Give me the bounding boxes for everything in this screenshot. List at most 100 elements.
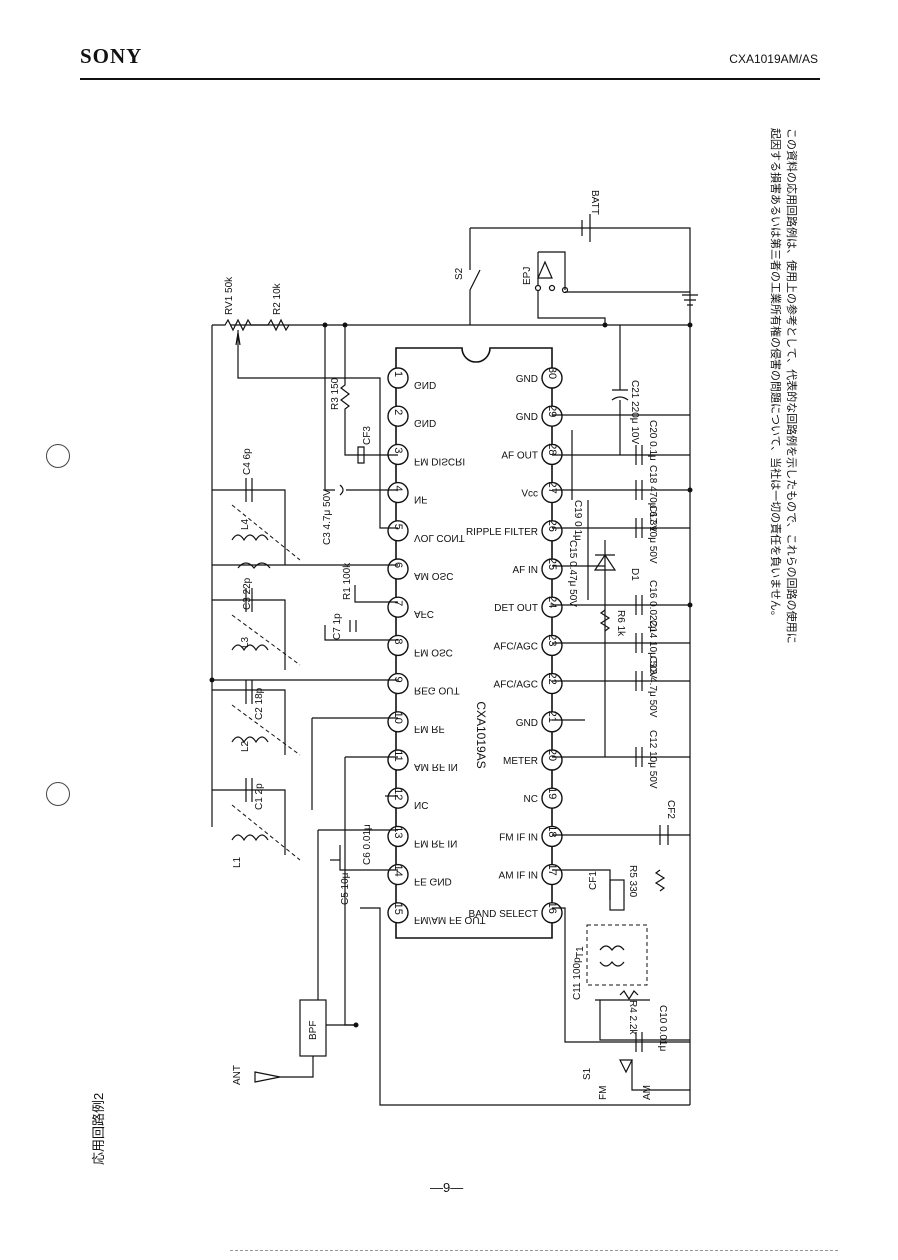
- part-number: CXA1019AM/AS: [729, 52, 818, 66]
- pin-circle: [541, 825, 563, 848]
- pin-number: 29: [546, 405, 558, 417]
- pin-label: REG OUT: [414, 685, 460, 696]
- label-c11: C11 100p: [572, 957, 583, 1000]
- label-fm: FM: [598, 1086, 609, 1100]
- pin-number: 23: [546, 634, 558, 646]
- pin-circle: [387, 902, 409, 924]
- pin-number: 7: [392, 600, 404, 606]
- pin-number: 12: [392, 788, 404, 800]
- label-cf1: CF1: [588, 871, 599, 890]
- pin-number: 4: [392, 486, 404, 492]
- pin-circle: [541, 367, 563, 389]
- pin-label: FM IF IN: [499, 832, 538, 843]
- label-c18: C18 470μ 6.3V: [647, 465, 658, 532]
- label-c20: C20 0.1μ: [647, 420, 658, 461]
- label-c13: C13 4.7μ 50V: [647, 656, 658, 718]
- pin-circle: [541, 711, 563, 733]
- label-batt: BATT: [589, 190, 600, 215]
- label-c5: C5 10μ: [340, 872, 351, 905]
- pin-label: FM OSC: [414, 646, 453, 657]
- pin-label: Vcc: [521, 489, 538, 500]
- label-l2: L2: [240, 740, 251, 752]
- component-labels: RV1 50k R2 10k R3 150 CF3 C3 4.7μ 50V C4…: [224, 190, 676, 1100]
- label-bpf: BPF: [308, 1021, 319, 1040]
- label-c12: C12 10μ 50V: [647, 730, 658, 789]
- pin-circle: [541, 749, 563, 771]
- pin-circle: [387, 825, 409, 848]
- pin-circle: [541, 558, 563, 580]
- pin-label: AFC/AGC: [494, 680, 538, 691]
- pin-label: AM OSC: [414, 570, 453, 581]
- pin-label: FE GND: [414, 876, 452, 887]
- ic-body: CXA1019AS: [395, 347, 553, 939]
- wiring: [209, 214, 698, 1106]
- binder-hole-top: [46, 444, 70, 468]
- ic-name: CXA1019AS: [474, 701, 488, 768]
- label-r5: R5 330: [627, 865, 638, 898]
- pin-number: 30: [546, 367, 558, 379]
- label-c14: C14 10μ 50V: [647, 620, 658, 679]
- pin-label: AM IF IN: [499, 871, 538, 882]
- pin-circle: [541, 481, 563, 504]
- label-r2: R2 10k: [272, 282, 283, 315]
- pin-label: VOL CONT: [414, 532, 465, 543]
- pin-circle: [387, 749, 409, 771]
- label-r1: R1 100k: [342, 562, 353, 600]
- pin-number: 8: [392, 638, 404, 644]
- ic-pin-8: 8 FM OSC: [387, 634, 453, 657]
- pin-label: NF: [414, 494, 427, 505]
- label-c16: C16 0.022μ: [647, 580, 658, 632]
- pin-number: 3: [392, 447, 404, 453]
- pin-label: AF IN: [512, 565, 538, 576]
- label-d1: D1: [629, 568, 640, 581]
- pin-label: GND: [414, 417, 436, 428]
- label-am: AM: [642, 1085, 653, 1100]
- pin-circle: [387, 367, 409, 389]
- pin-number: 15: [392, 903, 404, 915]
- brand-logo: SONY: [80, 44, 143, 68]
- pin-label: METER: [503, 756, 538, 767]
- pin-number: 24: [546, 596, 558, 608]
- pin-label: AM RF IN: [414, 761, 458, 772]
- pin-circle: [387, 405, 409, 427]
- label-epj: EPJ: [522, 267, 533, 285]
- pin-circle: [541, 405, 563, 427]
- pin-number: 11: [392, 750, 404, 761]
- pin-number: 25: [546, 558, 558, 570]
- label-c15: C15 0.47μ 50V: [567, 540, 578, 607]
- pin-label: FM RF: [414, 723, 445, 734]
- header-rule: [80, 78, 820, 80]
- pin-circle: [541, 787, 563, 809]
- label-c6: C6 0.01μ: [362, 824, 373, 865]
- ic-pin-3: 3FM DISCRI: [387, 443, 465, 466]
- label-c3-am: C3 22p: [242, 577, 253, 610]
- pin-number: 20: [546, 749, 558, 761]
- binder-hole-bottom: [46, 782, 70, 806]
- pin-label: BAND SELECT: [469, 909, 538, 920]
- pin-circle: [387, 711, 409, 733]
- pin-circle: [387, 558, 409, 580]
- pin-label: RIPPLE FILTER: [466, 527, 538, 538]
- pin-number: 2: [392, 409, 404, 415]
- pin-label: GND: [516, 374, 538, 385]
